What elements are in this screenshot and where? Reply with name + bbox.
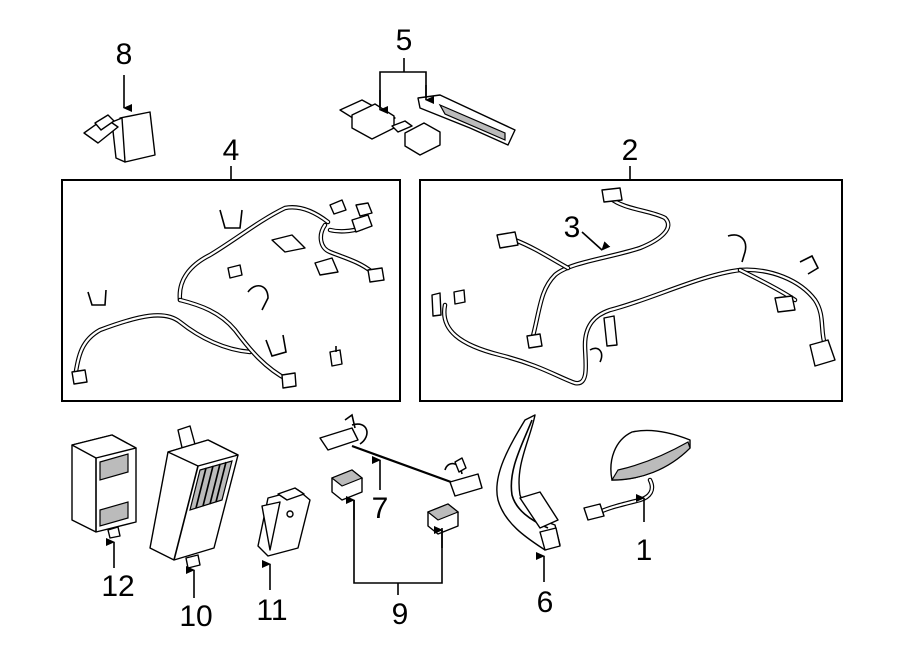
callout-12: 12	[101, 570, 134, 603]
part-10-heat-sink-module	[149, 425, 239, 569]
detail-box-4	[61, 179, 401, 402]
callout-10: 10	[179, 600, 212, 633]
callout-6: 6	[537, 586, 554, 619]
part-9-clips	[330, 469, 460, 535]
callout-3: 3	[564, 211, 581, 244]
part-11-bracket	[257, 487, 311, 557]
part-1-roof-antenna	[583, 429, 691, 521]
callout-1: 1	[636, 534, 653, 567]
part-5-modules	[339, 94, 516, 156]
callout-9: 9	[392, 598, 409, 631]
callout-2: 2	[622, 134, 639, 167]
part-4-wire-harness	[71, 199, 385, 389]
part-12-module	[71, 434, 137, 539]
part-2-wire-harness	[431, 187, 836, 386]
part-6-antenna-bracket	[496, 414, 561, 551]
callout-4: 4	[223, 134, 240, 167]
part-8-connector	[83, 111, 156, 163]
callout-5: 5	[396, 24, 413, 57]
callout-3-leader	[581, 231, 611, 251]
callout-8: 8	[116, 38, 133, 71]
callout-7: 7	[372, 492, 389, 525]
callout-11: 11	[256, 594, 287, 627]
detail-box-2	[419, 179, 843, 402]
part-7-wire	[319, 413, 483, 497]
